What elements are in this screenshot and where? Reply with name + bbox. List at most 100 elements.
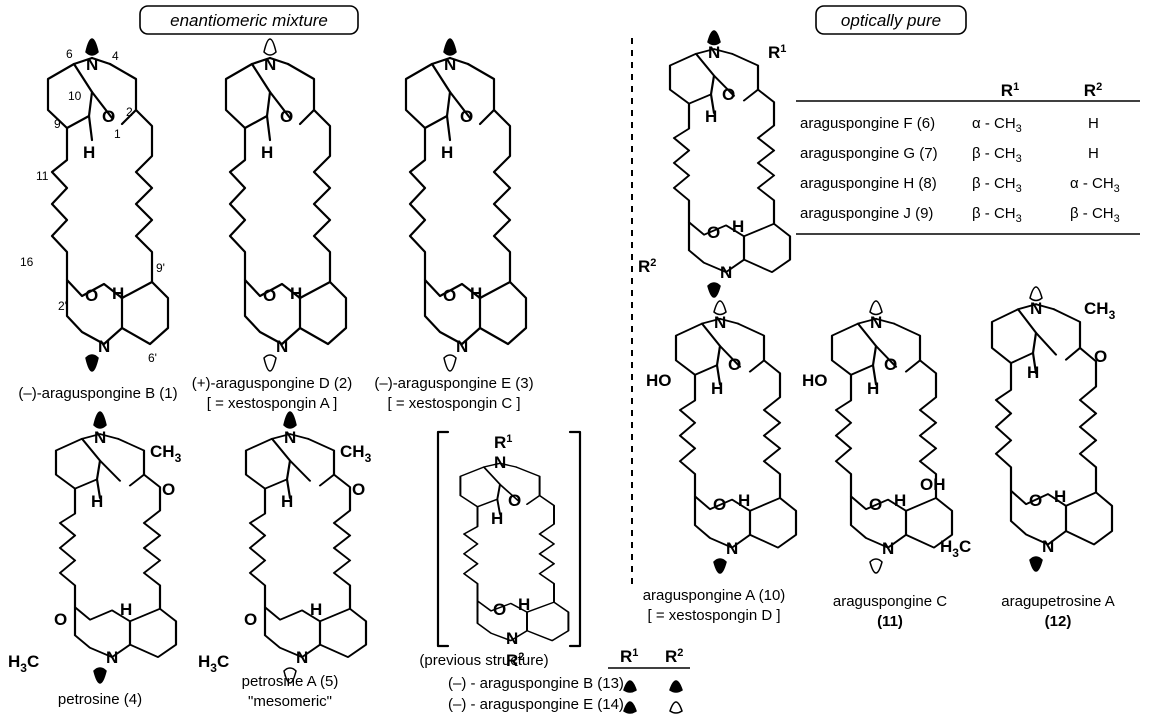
table-col-r2: R2 [1084, 81, 1102, 100]
atom-o: O [460, 107, 473, 126]
atom-ch3: CH3 [1084, 299, 1116, 322]
atom-h: H [711, 379, 723, 398]
table-row-r2: β - CH3 [1070, 205, 1120, 225]
locant: 6' [148, 351, 157, 365]
atom-o: O [508, 491, 521, 510]
header-enantiomeric-text: enantiomeric mixture [170, 11, 328, 30]
atom-n: N [98, 337, 110, 356]
atom-h: H [441, 143, 453, 162]
label-compound-13: (–) - araguspongine B (13) [448, 675, 624, 692]
table-row-name: araguspongine G (7) [800, 145, 938, 162]
atom-o: O [1094, 347, 1107, 366]
header-enantiomeric: enantiomeric mixture [139, 5, 359, 35]
atom-n: N [1030, 299, 1042, 318]
atom-h: H [281, 492, 293, 511]
atom-n: N [284, 428, 296, 447]
atom-o: O [713, 495, 726, 514]
label-compound-5: petrosine A (5) [242, 673, 339, 690]
atom-o: O [102, 107, 115, 126]
atom-h: H [470, 284, 482, 303]
atom-h: H [1054, 487, 1066, 506]
table-row-r2: H [1088, 145, 1099, 162]
atom-r1: R1 [768, 43, 786, 62]
atom-o: O [162, 480, 175, 499]
atom-h: H [290, 284, 302, 303]
lone-pair-open-icon [1029, 286, 1043, 302]
lone-pair-filled-icon [443, 38, 457, 56]
label-previous-structure: (previous structure) [419, 652, 548, 669]
locant: 2 [126, 105, 133, 119]
locant: 11 [36, 169, 49, 183]
atom-o: O [728, 355, 741, 374]
structure-araguspongine-b: N O H O H N 6 4 10 9 2 1 11 16 2' 9' 6' [20, 38, 170, 372]
atom-o: O [722, 85, 735, 104]
label-compound-2: (+)-araguspongine D (2) [192, 375, 353, 392]
atom-o: O [263, 286, 276, 305]
locant: 6 [66, 47, 73, 61]
locant: 9' [156, 261, 165, 275]
label-compound-4: petrosine (4) [58, 691, 142, 708]
structure-aragupetrosine-a: N CH3 H O O H N H3C [940, 286, 1116, 572]
atom-n: N [264, 55, 276, 74]
table-row-name: araguspongine F (6) [800, 115, 935, 132]
bracket-right [568, 430, 582, 648]
atom-n: N [94, 428, 106, 447]
lone-pair-filled-icon [93, 411, 107, 429]
label-compound-11-name: araguspongine C [833, 593, 947, 610]
lone-pair-open-icon [283, 667, 297, 684]
table-row-r1: β - CH3 [972, 145, 1022, 165]
note-compound-5: "mesomeric" [248, 693, 332, 710]
label-compound-10: araguspongine A (10) [643, 587, 786, 604]
header-optically-pure-text: optically pure [841, 11, 941, 30]
atom-oh: OH [920, 475, 946, 494]
table-row-r2: α - CH3 [1070, 175, 1120, 195]
legend-r2-header: R2 [665, 647, 683, 666]
lone-pair-filled-icon [85, 354, 99, 372]
label-compound-1: (–)-araguspongine B (1) [18, 385, 177, 402]
locant: 10 [68, 89, 82, 103]
table-row-name: araguspongine H (8) [800, 175, 937, 192]
lone-pair-filled-icon [85, 38, 99, 56]
atom-r1: R1 [494, 433, 512, 452]
atom-o: O [54, 610, 67, 629]
atom-n: N [296, 648, 308, 667]
atom-n: N [494, 453, 506, 472]
atom-o: O [280, 107, 293, 126]
locant: 1 [114, 127, 121, 141]
locant: 4 [112, 49, 119, 63]
atom-h: H [310, 600, 322, 619]
label-compound-3: (–)-araguspongine E (3) [374, 375, 533, 392]
atom-h: H [261, 143, 273, 162]
atom-n: N [708, 43, 720, 62]
atom-o: O [352, 480, 365, 499]
legend-r1-header: R1 [620, 647, 638, 666]
atom-h: H [738, 491, 750, 510]
locant: 9 [54, 117, 61, 131]
lone-pair-open-icon [443, 354, 457, 372]
structure-general-f-j: N O H R1 O H N R2 [638, 30, 792, 298]
lone-pair-filled-icon [669, 680, 683, 693]
atom-h3c: H3C [940, 537, 971, 560]
lone-pair-filled-icon [93, 667, 107, 684]
structure-araguspongine-a: N O H HO O H N [646, 300, 798, 574]
atom-h: H [91, 492, 103, 511]
atom-h3c: H3C [8, 652, 39, 675]
label-compound-12-name: aragupetrosine A [1001, 593, 1114, 610]
table-row-r2: H [1088, 115, 1099, 132]
lone-pair-filled-icon [713, 558, 727, 574]
atom-ch3: CH3 [340, 442, 372, 465]
atom-n: N [720, 263, 732, 282]
atom-o: O [443, 286, 456, 305]
atom-n: N [506, 629, 518, 648]
atom-r2: R2 [638, 257, 656, 276]
locant: 2' [58, 299, 67, 313]
lone-pair-filled-icon [707, 30, 721, 46]
lone-pair-filled-icon [1029, 556, 1043, 572]
table-col-r1: R1 [1001, 81, 1019, 100]
atom-h: H [705, 107, 717, 126]
atom-h: H [83, 143, 95, 162]
atom-h: H [1027, 363, 1039, 382]
atom-o: O [493, 600, 506, 619]
atom-n: N [456, 337, 468, 356]
